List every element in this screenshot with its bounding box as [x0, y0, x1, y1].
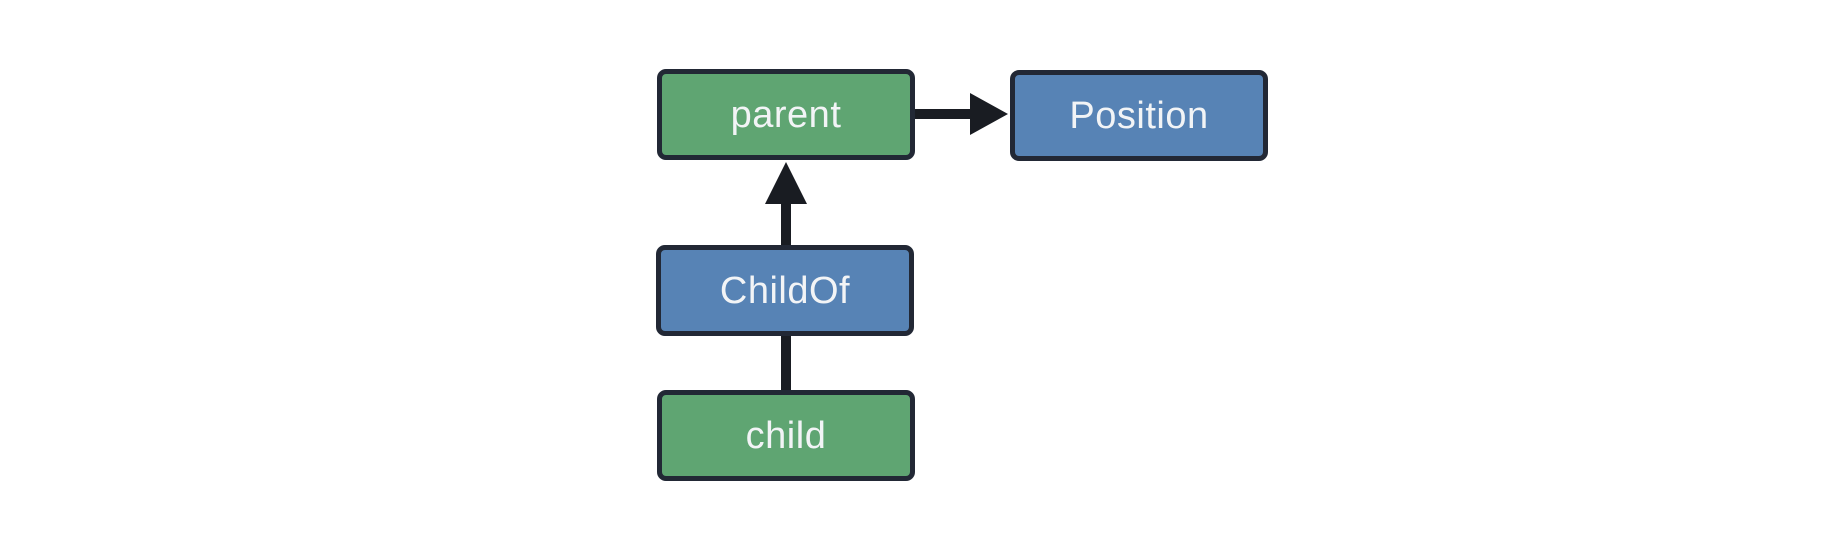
node-childof-label: ChildOf [719, 269, 851, 312]
edge-childof-to-parent [765, 162, 807, 245]
node-childof: ChildOf [656, 245, 914, 336]
node-parent-label: parent [730, 93, 842, 136]
node-position: Position [1010, 70, 1268, 161]
node-parent: parent [657, 69, 915, 160]
node-position-label: Position [1069, 94, 1209, 137]
arrowhead-right-icon [970, 93, 1008, 135]
edge-parent-to-position [915, 93, 1008, 135]
node-child-label: child [745, 414, 827, 457]
arrowhead-up-icon [765, 162, 807, 204]
node-child: child [657, 390, 915, 481]
